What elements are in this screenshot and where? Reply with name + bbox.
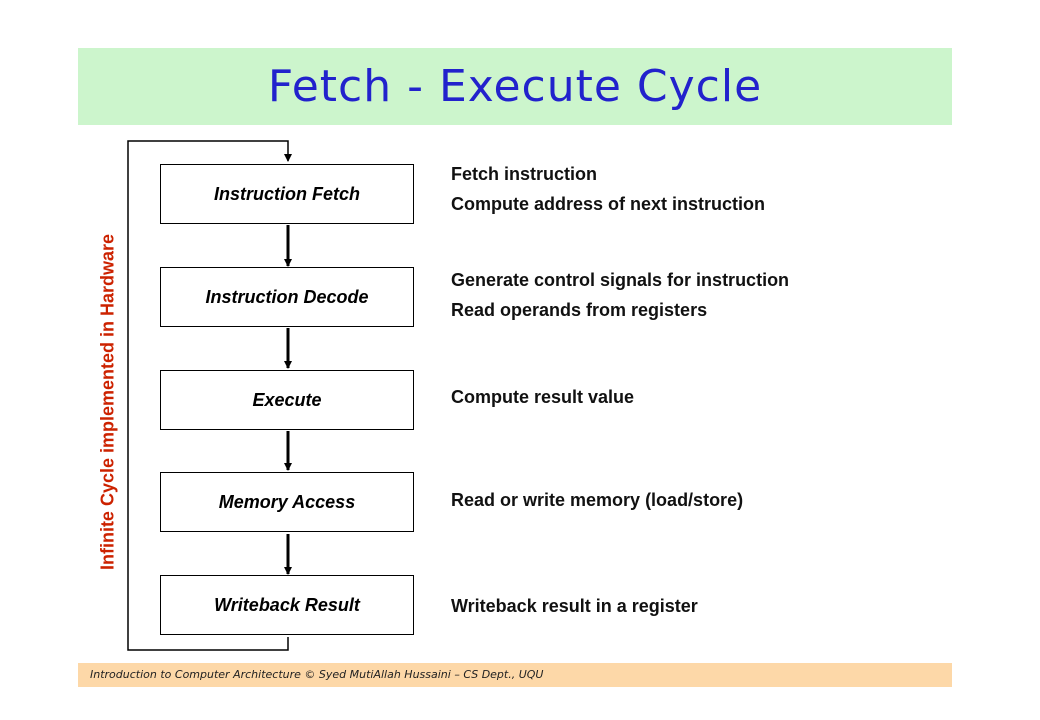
desc-execute-1: Compute result value [451, 387, 635, 407]
desc-decode-2: Read operands from registers [451, 300, 708, 320]
stage-instruction-decode: Instruction Decode [160, 267, 414, 327]
desc-writeback-1: Writeback result in a register [451, 596, 698, 616]
stage-writeback-result: Writeback Result [160, 575, 414, 635]
footer-bar: Introduction to Computer Architecture © … [78, 663, 952, 687]
stage-instruction-fetch: Instruction Fetch [160, 164, 414, 224]
stage-memory-access: Memory Access [160, 472, 414, 532]
title-bar: Fetch - Execute Cycle [78, 48, 952, 125]
footer-credit: Introduction to Computer Architecture © … [90, 668, 544, 681]
infinite-cycle-label: Infinite Cycle implemented in Hardware [97, 233, 118, 571]
desc-memory-1: Read or write memory (load/store) [451, 490, 744, 510]
slide-title: Fetch - Execute Cycle [267, 61, 763, 112]
loop-back-arrow [127, 140, 292, 651]
desc-fetch-1: Fetch instruction [451, 164, 598, 184]
desc-fetch-2: Compute address of next instruction [451, 194, 766, 214]
desc-decode-1: Generate control signals for instruction [451, 270, 790, 290]
stage-execute: Execute [160, 370, 414, 430]
